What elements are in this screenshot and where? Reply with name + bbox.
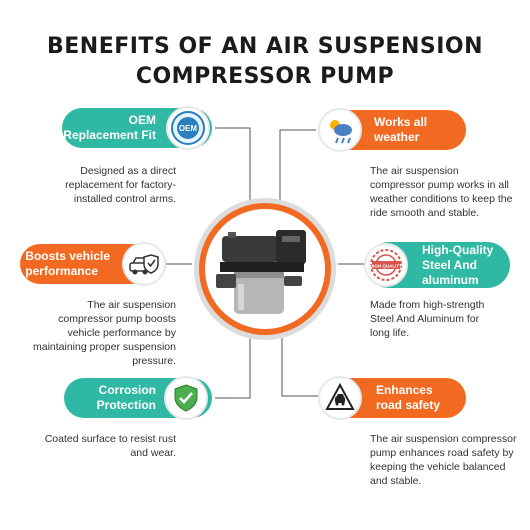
compressor-pump-icon — [216, 230, 306, 314]
benefit-label: performance — [25, 264, 98, 278]
benefit-description: Designed as a direct replacement for fac… — [65, 165, 176, 205]
quality-badge-text: HIGH QUALITY — [370, 264, 402, 269]
page-title-line-1: BENEFITS OF AN AIR SUSPENSION — [46, 34, 484, 59]
shield-check-icon — [164, 376, 208, 420]
benefit-label: Enhances — [376, 383, 433, 397]
benefit-description: Made from high-strength Steel And Alumin… — [370, 299, 485, 339]
benefit-label: Replacement Fit — [63, 128, 156, 142]
benefit-label: High-Quality — [422, 242, 494, 257]
benefit-label: Works all — [374, 115, 428, 129]
benefit-description: The air suspension compressor pump works… — [370, 165, 513, 219]
benefit-label: road safety — [376, 398, 441, 412]
benefit-label: aluminum — [422, 272, 479, 287]
quality-stamp-icon: HIGH QUALITY — [364, 243, 408, 287]
benefit-label: OEM — [128, 113, 156, 127]
benefit-description: The air suspension compressor pump boost… — [32, 299, 176, 367]
benefit-label: Protection — [96, 398, 156, 412]
car-shield-icon — [122, 242, 166, 286]
page-title-line-2: COMPRESSOR PUMP — [135, 64, 395, 89]
benefit-label: Steel And — [422, 257, 477, 272]
oem-seal-icon: OEM — [166, 106, 210, 150]
benefit-description: The air suspension compressor pump enhan… — [370, 433, 517, 487]
benefit-label: Corrosion — [98, 383, 156, 397]
benefit-label: Boosts vehicle — [25, 249, 110, 263]
safety-warning-icon — [318, 376, 362, 420]
weather-icon — [318, 108, 362, 152]
benefit-description: Coated surface to resist rust and wear. — [44, 433, 176, 459]
oem-badge-text: OEM — [179, 124, 198, 133]
center-product-image — [192, 196, 338, 342]
benefit-label: weather — [374, 130, 420, 144]
